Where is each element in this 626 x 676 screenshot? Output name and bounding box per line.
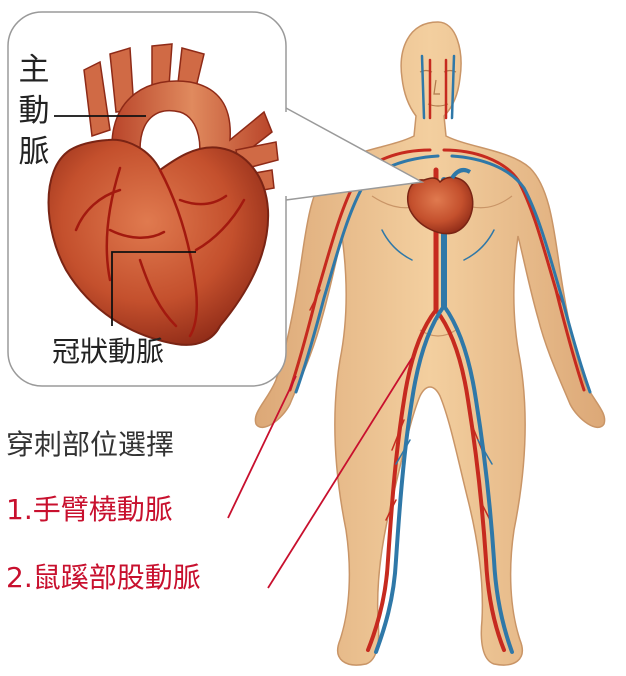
human-circulatory-figure <box>255 22 604 665</box>
site-radial-artery: 1.手臂橈動脈 <box>6 488 173 528</box>
aorta-label: 主 動 脈 <box>14 50 54 173</box>
puncture-site-title: 穿刺部位選擇 <box>6 423 174 463</box>
coronary-artery-label: 冠狀動脈 <box>52 330 164 370</box>
site-femoral-artery: 2.鼠蹊部股動脈 <box>6 556 201 596</box>
aorta-label-char-2: 動 <box>14 91 54 132</box>
aorta-label-char-1: 主 <box>14 50 54 91</box>
site-1-leader-line <box>228 376 296 518</box>
callout-seam-cover <box>284 112 288 196</box>
aorta-label-char-3: 脈 <box>14 132 54 173</box>
